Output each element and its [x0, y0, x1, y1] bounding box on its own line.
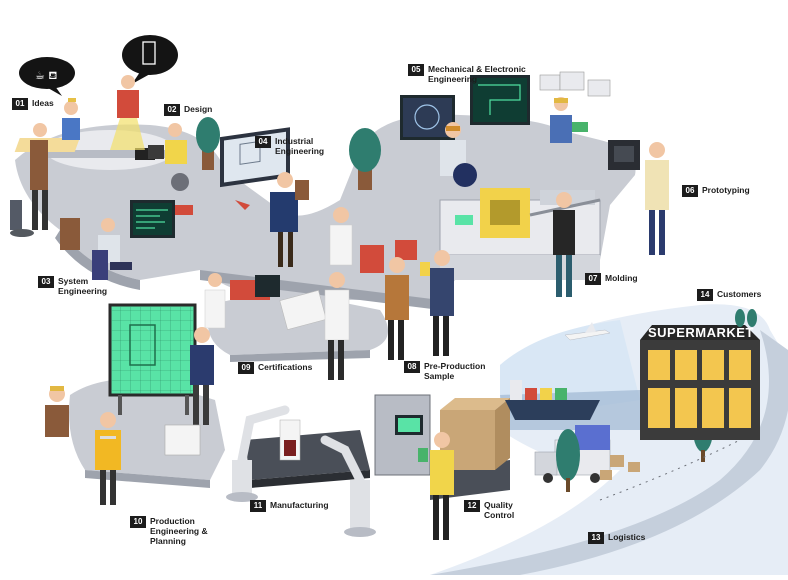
stage-title: Certifications: [258, 362, 313, 372]
person-planner-3: [95, 412, 121, 505]
person-molding: [553, 192, 575, 297]
stage-title: Pre-Production Sample: [424, 361, 486, 381]
stage-title: Customers: [717, 289, 762, 299]
stage-label-08: 08 Pre-Production Sample: [404, 361, 485, 381]
person-mech: [440, 122, 477, 187]
stage-number: 05: [408, 64, 424, 76]
stage-title: System Engineering: [58, 276, 108, 296]
stage-title: Ideas: [32, 98, 54, 108]
robot-arm: [320, 435, 376, 537]
system-engineering-area: [60, 200, 193, 280]
person-quality: [418, 432, 454, 540]
person-lab-coat: [329, 207, 353, 266]
airplane: [564, 322, 611, 341]
certifications-area: [204, 272, 350, 380]
stage-title: Quality Control: [484, 500, 515, 520]
stage-label-04: 04 Industrial Engineering: [255, 136, 324, 156]
stage-title: Molding: [605, 273, 638, 283]
person-planner-1: [190, 327, 214, 425]
person-electronic: [550, 97, 588, 143]
stage-title: Logistics: [608, 532, 646, 542]
stage-label-09: 09 Certifications: [238, 362, 312, 374]
person-industrial: [270, 172, 298, 267]
stage-label-11: 11 Manufacturing: [250, 500, 329, 512]
stage-number: 07: [585, 273, 601, 285]
person-ideas-2: [62, 98, 80, 140]
stage-label-07: 07 Molding: [585, 273, 638, 285]
manufacturing-line: [226, 405, 376, 537]
stage-label-10: 10 Production Engineering & Planning: [130, 516, 208, 546]
stage-number: 09: [238, 362, 254, 374]
supermarket-building: SUPERMARKET: [640, 309, 760, 440]
stage-title: Production Engineering & Planning: [150, 516, 208, 546]
stage-number: 03: [38, 276, 54, 288]
logistics-area: [505, 322, 757, 501]
stage-label-03: 03 System Engineering: [38, 276, 107, 296]
stage-label-01: 01 Ideas: [12, 98, 54, 110]
stage-number: 04: [255, 136, 271, 148]
supermarket-sign: SUPERMARKET: [648, 325, 754, 340]
tree: [556, 429, 580, 492]
pre-production-area: [329, 207, 454, 360]
stage-number: 02: [164, 104, 180, 116]
stage-label-06: 06 Prototyping: [682, 185, 750, 197]
person-pre-production-1: [385, 257, 409, 360]
stage-number: 08: [404, 361, 420, 373]
person-cert-1: [204, 273, 226, 329]
stage-label-14: 14 Customers: [697, 289, 761, 301]
production-planning-area: [45, 303, 214, 505]
person-planner-2: [45, 386, 69, 437]
person-cert-2: [324, 272, 350, 380]
stage-label-12: 12 Quality Control: [464, 500, 514, 520]
person-engineer-3: [92, 218, 132, 280]
person-pre-production-2: [420, 250, 454, 356]
stage-label-13: 13 Logistics: [588, 532, 645, 544]
robot-arm: [226, 405, 290, 502]
svg-text:☕︎ ⛾: ☕︎ ⛾: [35, 69, 57, 82]
stage-number: 10: [130, 516, 146, 528]
stage-number: 13: [588, 532, 604, 544]
stage-number: 01: [12, 98, 28, 110]
person-design-1: [110, 75, 145, 150]
stage-title: Prototyping: [702, 185, 750, 195]
person-prototyping: [645, 142, 669, 255]
stage-label-05: 05 Mechanical & Electronic Engineering: [408, 64, 526, 84]
person-ideas-1: [30, 123, 48, 230]
stage-title: Industrial Engineering: [275, 136, 325, 156]
person-design-2: [148, 123, 189, 191]
stage-number: 11: [250, 500, 266, 512]
quality-control-area: [374, 394, 510, 540]
stage-number: 12: [464, 500, 480, 512]
prototyping-area: [608, 140, 669, 255]
cargo-ship: [505, 380, 600, 420]
stage-label-02: 02 Design: [164, 104, 212, 116]
stage-title: Mechanical & Electronic Engineering: [428, 64, 526, 84]
stage-title: Manufacturing: [270, 500, 329, 510]
stage-number: 06: [682, 185, 698, 197]
ideas-area: ☕︎ ⛾: [10, 35, 220, 237]
stage-title: Design: [184, 104, 213, 114]
mech-electronic-area: [349, 71, 611, 190]
plant: [349, 128, 381, 190]
molding-machine: [439, 188, 601, 297]
stage-number: 14: [697, 289, 713, 301]
plant: [196, 117, 220, 170]
